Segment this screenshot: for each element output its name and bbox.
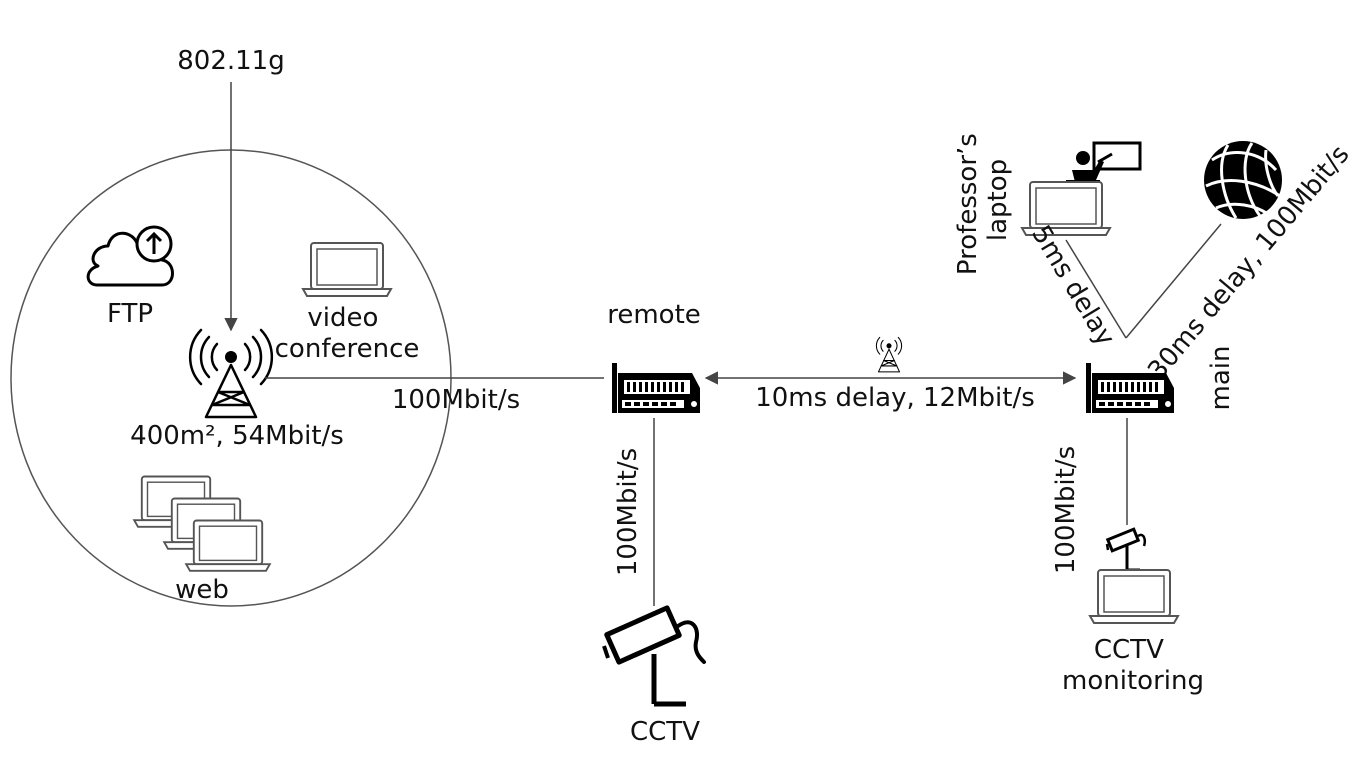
link-remote-main-label: 10ms delay, 12Mbit/s bbox=[755, 383, 1035, 413]
cctv-monitoring-label: CCTV monitoring bbox=[1062, 635, 1204, 696]
globe-icon bbox=[1204, 141, 1282, 219]
professor-line2: laptop bbox=[983, 159, 1013, 241]
security-camera-icon bbox=[1105, 527, 1146, 572]
laptop-icon bbox=[1089, 569, 1179, 624]
cctv-monitoring-line1: CCTV bbox=[1094, 635, 1164, 665]
access-point-spec-label: 400m², 54Mbit/s bbox=[130, 421, 344, 451]
cctv-label: CCTV bbox=[630, 717, 700, 747]
professor-label: Professor’s laptop bbox=[953, 125, 1013, 275]
web-laptops bbox=[133, 475, 271, 572]
presenter-icon bbox=[1066, 141, 1142, 186]
radio-tower-icon bbox=[875, 336, 903, 373]
cctv-monitoring-line2: monitoring bbox=[1062, 666, 1204, 696]
web-label: web bbox=[175, 575, 229, 605]
laptop-icon bbox=[1021, 181, 1111, 236]
link-professor-main bbox=[1065, 239, 1127, 339]
standard-label: 802.11g bbox=[177, 46, 284, 76]
link-main-monitor-label: 100Mbit/s bbox=[1051, 446, 1081, 574]
link-remote-cctv-label: 100Mbit/s bbox=[613, 448, 643, 576]
router-icon bbox=[612, 363, 700, 413]
main-label: main bbox=[1206, 346, 1236, 411]
link-ap-remote-label: 100Mbit/s bbox=[392, 385, 520, 415]
link-internet-main bbox=[1125, 223, 1222, 339]
security-camera-icon bbox=[602, 605, 706, 707]
video-conference-line1: video bbox=[307, 303, 378, 333]
remote-label: remote bbox=[607, 300, 701, 330]
video-conference-line2: conference bbox=[275, 334, 420, 364]
laptop-icon bbox=[185, 519, 271, 572]
video-conference-label: video conference bbox=[275, 303, 420, 364]
link-professor-main-label: 5ms delay bbox=[1025, 220, 1120, 351]
radio-tower-icon bbox=[188, 328, 274, 419]
ftp-label: FTP bbox=[107, 299, 153, 329]
laptop-icon bbox=[302, 242, 392, 297]
cloud-upload-icon bbox=[86, 225, 174, 287]
professor-line1: Professor’s bbox=[953, 133, 983, 275]
